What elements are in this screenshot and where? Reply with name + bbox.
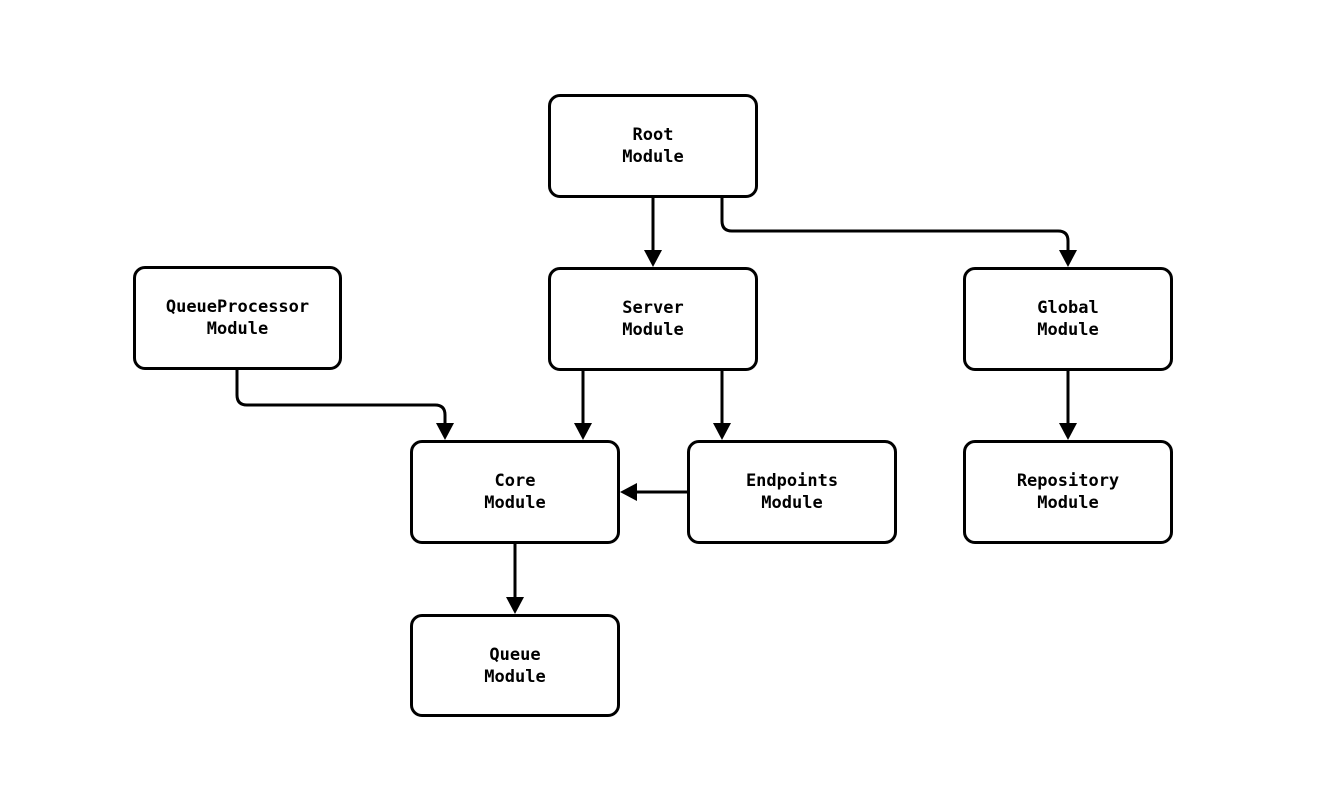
node-label-queueprocessor: QueueProcessor Module	[165, 297, 310, 339]
edge-queueprocessor-to-core	[235, 370, 447, 434]
node-label-core: Core Module	[484, 471, 546, 513]
node-label-endpoints: Endpoints Module	[745, 471, 839, 513]
arrowhead-core-to-queue	[506, 597, 524, 614]
node-label-root: Root Module	[622, 125, 684, 167]
node-endpoints[interactable]: Endpoints Module	[687, 440, 897, 544]
node-label-server: Server Module	[622, 298, 684, 340]
arrowhead-server-to-core	[574, 423, 592, 440]
node-queueprocessor[interactable]: QueueProcessor Module	[133, 266, 342, 370]
arrowhead-queueprocessor-to-core	[436, 423, 454, 440]
arrowhead-server-to-endpoints	[713, 423, 731, 440]
node-root[interactable]: Root Module	[548, 94, 758, 198]
node-label-queue: Queue Module	[484, 644, 546, 687]
arrowhead-root-to-global	[1059, 250, 1077, 267]
node-global[interactable]: Global Module	[963, 267, 1173, 371]
edge-root-to-global	[720, 198, 1070, 261]
node-label-repository: Repository Module	[1016, 471, 1120, 513]
arrowhead-global-to-repository	[1059, 423, 1077, 440]
node-label-global: Global Module	[1037, 298, 1099, 340]
node-server[interactable]: Server Module	[548, 267, 758, 371]
arrowhead-root-to-server	[644, 250, 662, 267]
arrowhead-endpoints-to-core	[620, 483, 637, 501]
node-core[interactable]: Core Module	[410, 440, 620, 544]
node-repository[interactable]: Repository Module	[963, 440, 1173, 544]
node-queue[interactable]: Queue Module	[410, 614, 620, 717]
